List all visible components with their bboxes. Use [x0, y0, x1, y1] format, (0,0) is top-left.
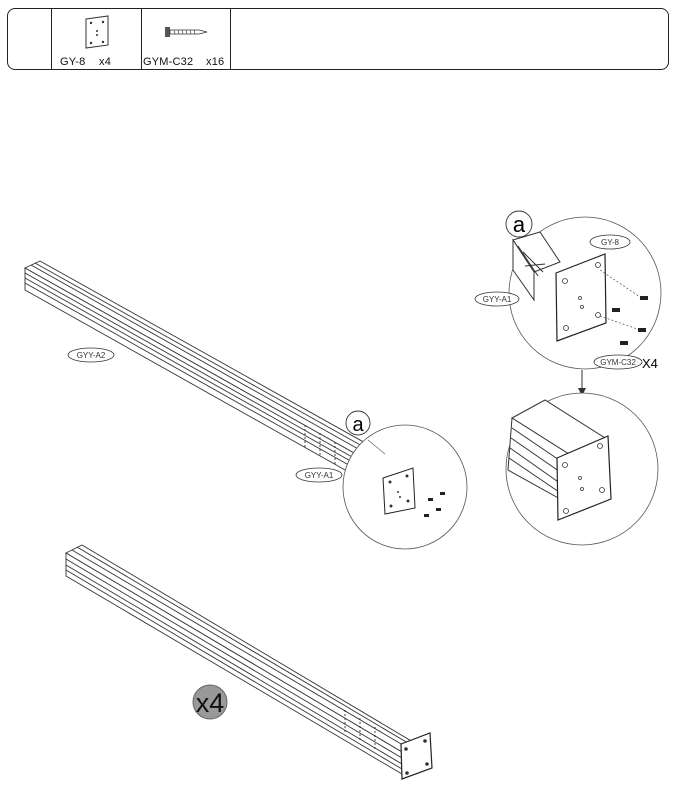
part-code-gy8: GY-8 [60, 56, 86, 68]
parts-divider [230, 9, 231, 69]
plate-assembled [400, 732, 433, 780]
rail-assembled [65, 544, 419, 775]
detail-letter-zoom: a [513, 212, 526, 237]
label-zoom-screw-qty: X4 [642, 356, 658, 371]
callout-rail-long [67, 347, 115, 363]
repeat-badge [192, 684, 228, 720]
label-zoom-rail: GYY-A1 [483, 295, 512, 304]
parts-divider [141, 9, 142, 69]
detail-letter-circle-zoom [505, 210, 533, 238]
part-code-gymc32: GYM-C32 [143, 56, 194, 68]
label-zoom-screw: GYM-C32 [600, 358, 636, 367]
parts-divider [51, 9, 52, 69]
repeat-badge-label: x4 [196, 688, 225, 718]
detail-letter-small: a [352, 414, 364, 436]
rail-long [24, 260, 386, 485]
callout-zoom-rail [474, 291, 520, 307]
detail-circle-zoom [508, 216, 662, 370]
callout-rail-end [295, 467, 343, 483]
callout-zoom-screw [593, 354, 643, 370]
result-circle [505, 392, 659, 546]
detail-letter-circle-small [345, 410, 371, 436]
arrow-down-icon [578, 370, 586, 396]
label-rail-long: GYY-A2 [77, 351, 106, 360]
parts-list: GY-8 x4 GYM-C32 x16 [7, 8, 669, 70]
screw-icon [165, 27, 208, 37]
callout-zoom-plate [589, 234, 631, 250]
part-qty-gy8: x4 [99, 56, 112, 68]
part-qty-gymc32: x16 [206, 56, 225, 68]
label-rail-end: GYY-A1 [305, 471, 334, 480]
square-plate-icon [85, 15, 109, 49]
label-zoom-plate: GY-8 [601, 238, 619, 247]
detail-circle-small [342, 424, 468, 550]
